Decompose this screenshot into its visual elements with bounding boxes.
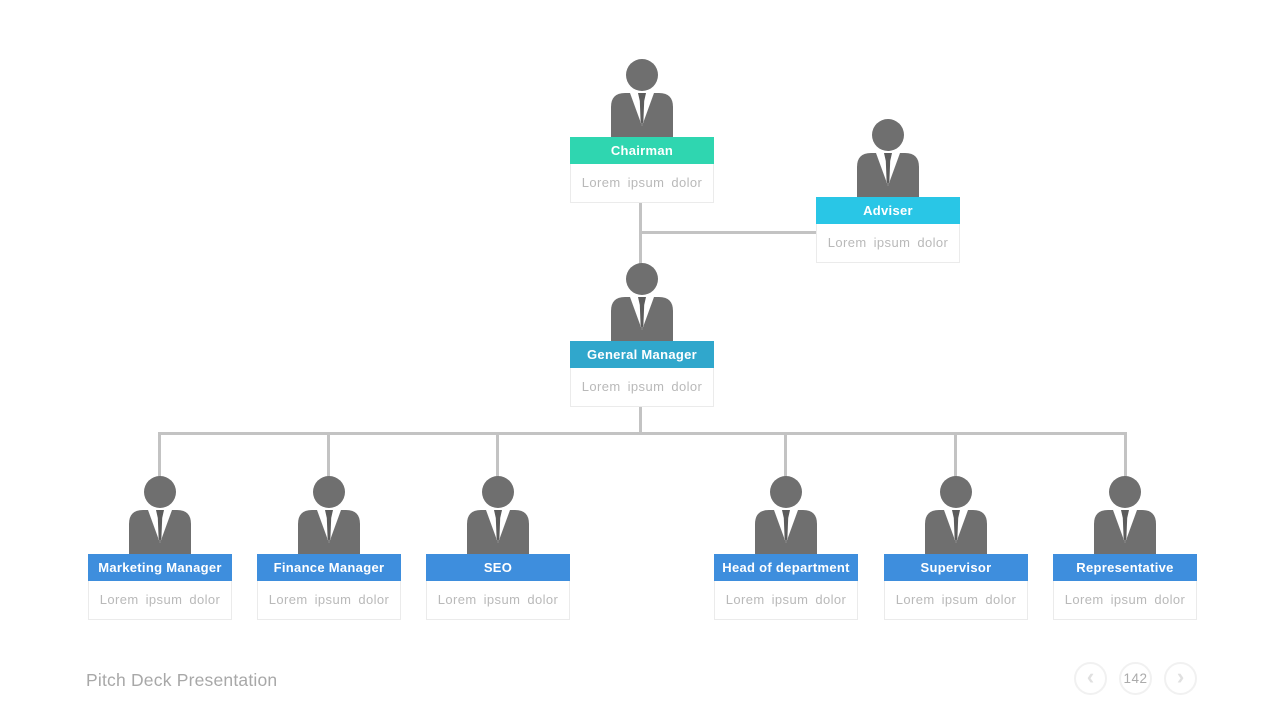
slide-navigation: ‹ 142 › (1074, 662, 1197, 695)
node-title: SEO (483, 560, 513, 575)
node-title-bar: Supervisor (884, 554, 1028, 581)
person-icon (924, 476, 988, 554)
org-node-representative: Representative Lorem ipsum dolor (1053, 476, 1197, 620)
node-title-bar: Chairman (570, 137, 714, 164)
person-icon (466, 476, 530, 554)
node-subtitle: Lorem ipsum dolor (257, 581, 401, 620)
node-subtitle: Lorem ipsum dolor (570, 368, 714, 407)
person-icon (754, 476, 818, 554)
org-node-adviser: Adviser Lorem ipsum dolor (816, 119, 960, 263)
person-icon (610, 59, 674, 137)
connector-drop-seo (496, 432, 499, 484)
person-icon (1093, 476, 1157, 554)
org-node-seo: SEO Lorem ipsum dolor (426, 476, 570, 620)
connector-drop-marketing (158, 432, 161, 484)
node-subtitle: Lorem ipsum dolor (1053, 581, 1197, 620)
node-title-bar: SEO (426, 554, 570, 581)
node-subtitle: Lorem ipsum dolor (714, 581, 858, 620)
org-node-general-manager: General Manager Lorem ipsum dolor (570, 263, 714, 407)
org-node-marketing-manager: Marketing Manager Lorem ipsum dolor (88, 476, 232, 620)
person-icon (610, 263, 674, 341)
node-title: General Manager (587, 347, 697, 362)
connector-drop-supervisor (954, 432, 957, 484)
connector-branch-to-adviser (639, 231, 817, 234)
connector-gm-to-row (639, 406, 642, 435)
node-subtitle: Lorem ipsum dolor (570, 164, 714, 203)
slide-footer-title: Pitch Deck Presentation (86, 670, 278, 690)
org-node-chairman: Chairman Lorem ipsum dolor (570, 59, 714, 203)
node-title: Marketing Manager (98, 560, 222, 575)
org-node-head-of-department: Head of department Lorem ipsum dolor (714, 476, 858, 620)
org-node-finance-manager: Finance Manager Lorem ipsum dolor (257, 476, 401, 620)
node-title-bar: Marketing Manager (88, 554, 232, 581)
connector-row-horizontal (158, 432, 1127, 435)
node-subtitle: Lorem ipsum dolor (88, 581, 232, 620)
node-title: Head of department (722, 560, 850, 575)
node-title: Supervisor (920, 560, 992, 575)
node-title: Finance Manager (273, 560, 385, 575)
node-subtitle: Lorem ipsum dolor (816, 224, 960, 263)
org-node-supervisor: Supervisor Lorem ipsum dolor (884, 476, 1028, 620)
prev-slide-button[interactable]: ‹ (1074, 662, 1107, 695)
person-icon (297, 476, 361, 554)
node-title-bar: Head of department (714, 554, 858, 581)
node-title-bar: General Manager (570, 341, 714, 368)
node-title: Representative (1076, 560, 1174, 575)
page-number: 142 (1123, 671, 1148, 686)
node-subtitle: Lorem ipsum dolor (426, 581, 570, 620)
node-title-bar: Representative (1053, 554, 1197, 581)
node-title-bar: Finance Manager (257, 554, 401, 581)
node-title-bar: Adviser (816, 197, 960, 224)
node-title: Adviser (863, 203, 913, 218)
connector-drop-representative (1124, 432, 1127, 484)
next-slide-button[interactable]: › (1164, 662, 1197, 695)
node-title: Chairman (610, 143, 674, 158)
connector-drop-finance (327, 432, 330, 484)
person-icon (856, 119, 920, 197)
node-subtitle: Lorem ipsum dolor (884, 581, 1028, 620)
page-number-badge: 142 (1119, 662, 1152, 695)
connector-chairman-to-gm (639, 203, 642, 267)
connector-drop-head (784, 432, 787, 484)
person-icon (128, 476, 192, 554)
chevron-right-icon: › (1176, 664, 1185, 689)
chevron-left-icon: ‹ (1086, 664, 1095, 689)
